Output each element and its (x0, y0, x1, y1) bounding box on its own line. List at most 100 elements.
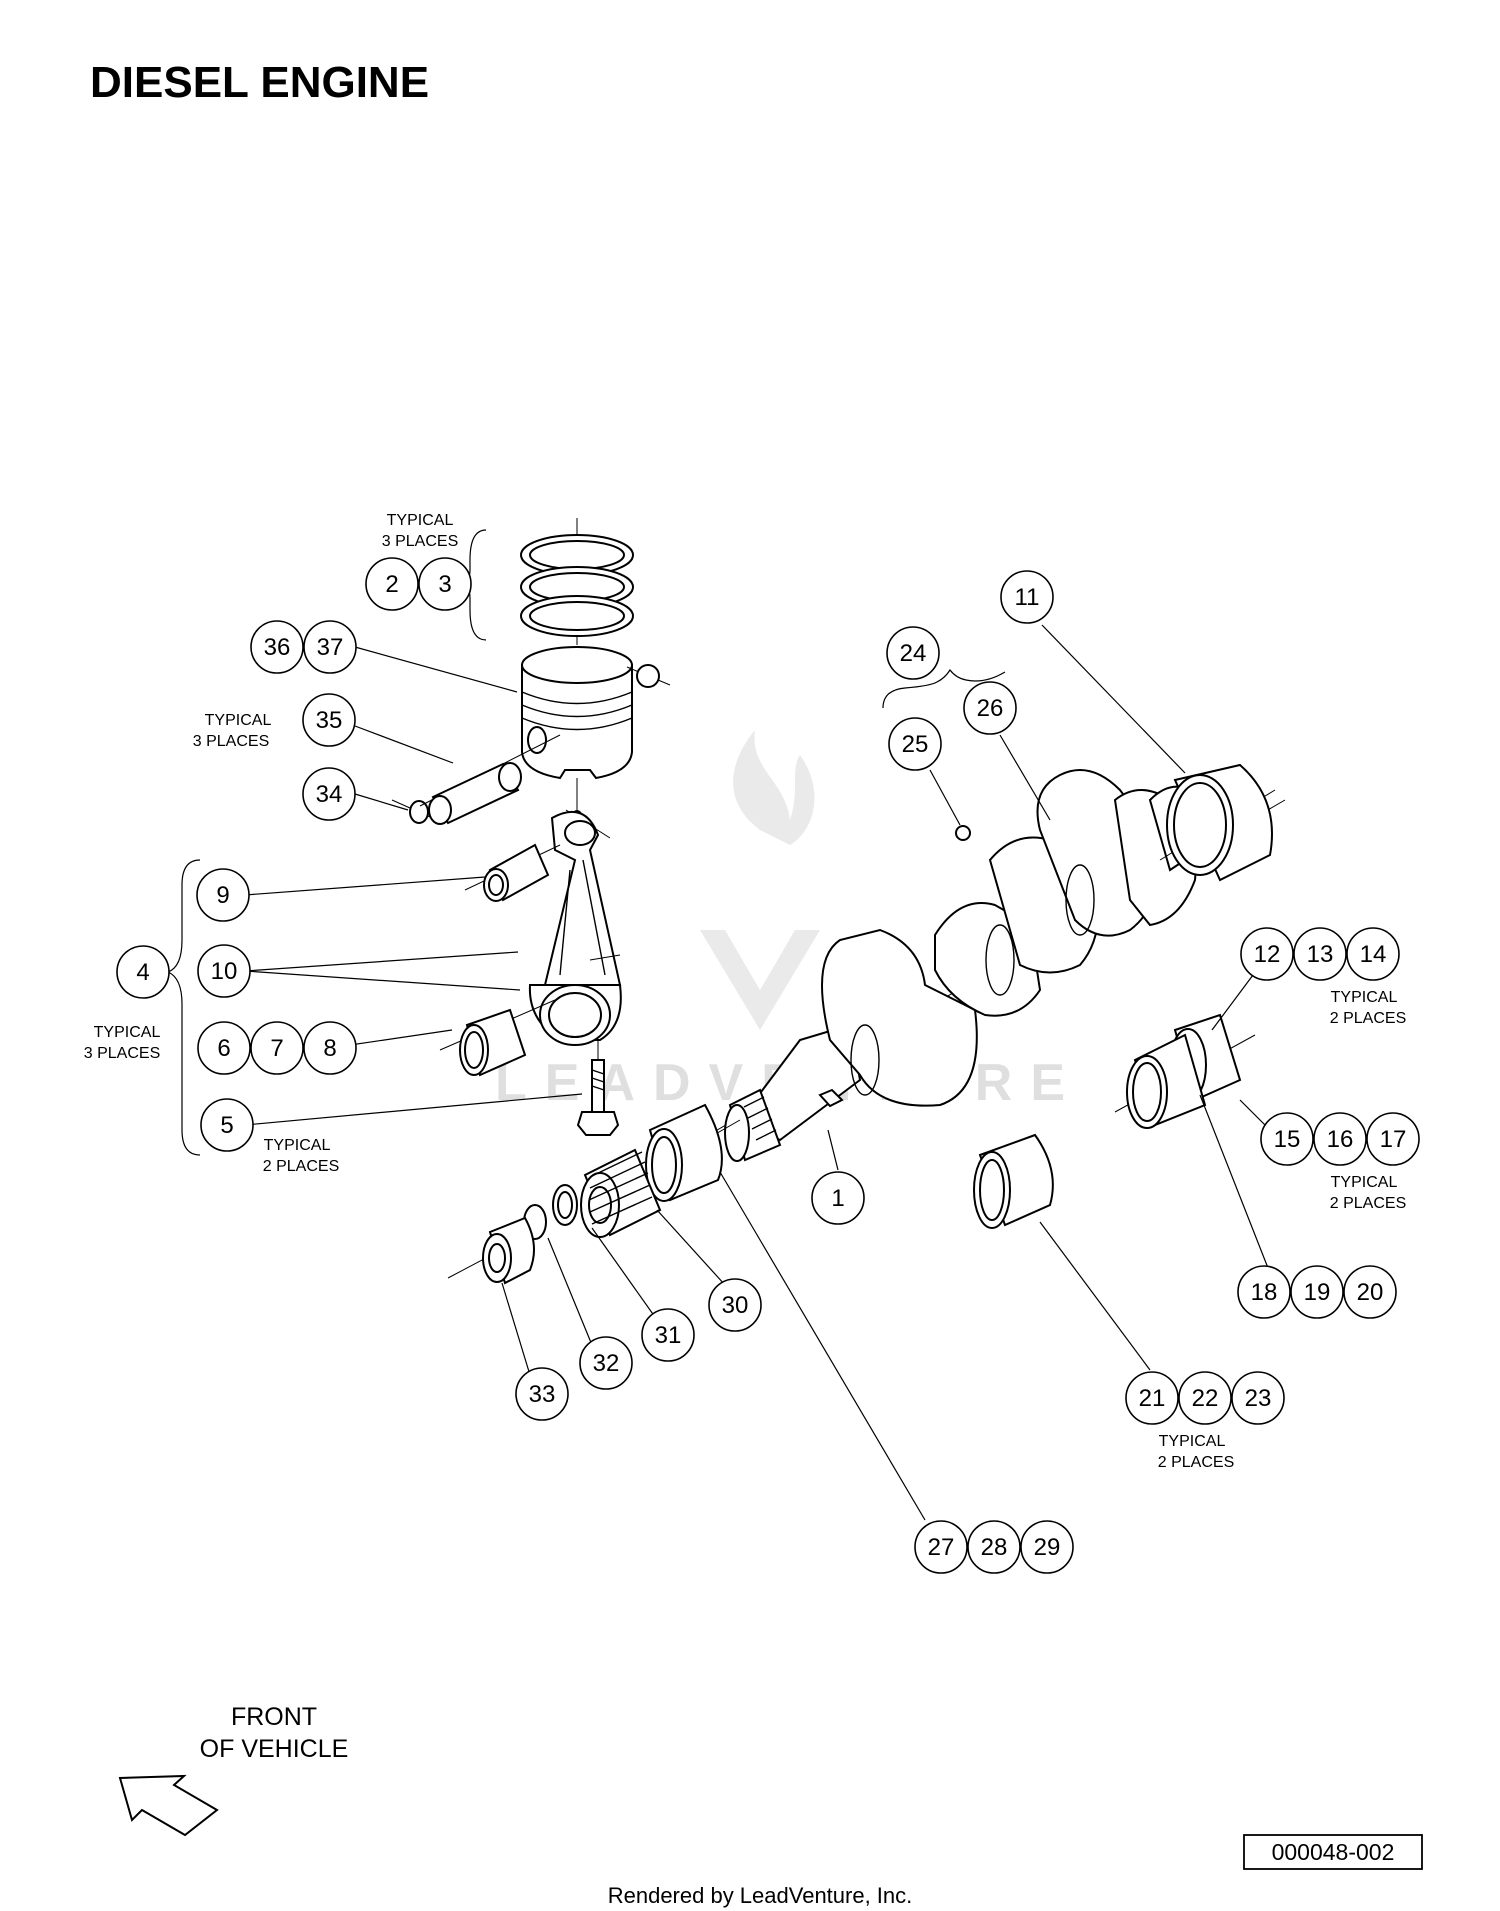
rod-bolt (576, 1040, 620, 1136)
callout-17: 17 (1366, 1112, 1420, 1166)
callout-8: 8 (303, 1021, 357, 1075)
callout-20: 20 (1343, 1265, 1397, 1319)
svg-text:2 PLACES: 2 PLACES (263, 1158, 339, 1175)
callout-3: 3 (418, 557, 472, 611)
svg-text:14: 14 (1360, 941, 1387, 968)
callout-23: 23 (1231, 1371, 1285, 1425)
svg-text:31: 31 (655, 1322, 682, 1349)
svg-text:24: 24 (900, 640, 927, 667)
svg-text:26: 26 (977, 695, 1004, 722)
front-collar (447, 1216, 535, 1285)
callout-15: 15 (1260, 1112, 1314, 1166)
svg-text:28: 28 (981, 1534, 1008, 1561)
snap-ring-left (391, 799, 438, 824)
crankshaft (699, 769, 1286, 1162)
svg-text:34: 34 (316, 781, 343, 808)
rendered-by-footer: Rendered by LeadVenture, Inc. (608, 1883, 913, 1908)
callout-32: 32 (579, 1336, 633, 1390)
notes: TYPICAL 3 PLACES TYPICAL 3 PLACES TYPICA… (84, 512, 1406, 1471)
note-typical-3-places-rings: TYPICAL (387, 512, 454, 529)
callout-31: 31 (641, 1308, 695, 1362)
callout-5: 5 (200, 1098, 254, 1152)
front-main-bearing (629, 1103, 741, 1202)
front-arrow-icon (118, 1774, 219, 1837)
crank-gear (580, 1148, 662, 1238)
note-typical-2-places-15: TYPICAL (1331, 1174, 1398, 1191)
svg-text:22: 22 (1192, 1385, 1219, 1412)
leader-lines (166, 529, 1271, 1521)
svg-text:29: 29 (1034, 1534, 1061, 1561)
callout-10: 10 (197, 944, 251, 998)
svg-text:32: 32 (593, 1350, 620, 1377)
piston-rings (520, 518, 634, 645)
svg-text:3 PLACES: 3 PLACES (84, 1045, 160, 1062)
svg-text:2: 2 (385, 571, 398, 598)
svg-text:19: 19 (1304, 1279, 1331, 1306)
callout-14: 14 (1346, 927, 1400, 981)
callouts: 1 2 3 4 5 6 7 8 9 10 11 12 13 14 15 16 1… (116, 557, 1420, 1574)
svg-text:23: 23 (1245, 1385, 1272, 1412)
callout-27: 27 (914, 1520, 968, 1574)
center-main-bearing (973, 1133, 1054, 1229)
callout-36: 36 (250, 620, 304, 674)
callout-37: 37 (303, 620, 357, 674)
svg-text:33: 33 (529, 1381, 556, 1408)
callout-22: 22 (1178, 1371, 1232, 1425)
piston (521, 646, 633, 820)
callout-25: 25 (888, 717, 942, 771)
svg-text:15: 15 (1274, 1126, 1301, 1153)
rod-bearing (439, 999, 556, 1077)
svg-text:17: 17 (1380, 1126, 1407, 1153)
svg-text:21: 21 (1139, 1385, 1166, 1412)
callout-18: 18 (1237, 1265, 1291, 1319)
note-typical-3-places-rod: TYPICAL (94, 1024, 161, 1041)
connecting-rod (528, 809, 622, 1046)
callout-6: 6 (197, 1021, 251, 1075)
callout-1: 1 (811, 1171, 865, 1225)
callout-19: 19 (1290, 1265, 1344, 1319)
svg-text:18: 18 (1251, 1279, 1278, 1306)
callout-9: 9 (196, 868, 250, 922)
callout-12: 12 (1240, 927, 1294, 981)
note-typical-2-places-12: TYPICAL (1331, 989, 1398, 1006)
small-end-bushing (464, 843, 561, 902)
svg-text:20: 20 (1357, 1279, 1384, 1306)
of-vehicle-label: OF VEHICLE (200, 1735, 349, 1763)
callout-34: 34 (302, 767, 356, 821)
callout-21: 21 (1125, 1371, 1179, 1425)
callout-35: 35 (302, 693, 356, 747)
snap-ring-right (626, 664, 671, 688)
svg-text:11: 11 (1015, 584, 1040, 611)
callout-4: 4 (116, 945, 170, 999)
callout-24: 24 (886, 626, 940, 680)
svg-text:5: 5 (220, 1112, 233, 1139)
svg-text:35: 35 (316, 707, 343, 734)
svg-text:25: 25 (902, 731, 929, 758)
svg-text:27: 27 (928, 1534, 955, 1561)
main-bearing-set (1114, 1013, 1256, 1129)
svg-text:6: 6 (217, 1035, 230, 1062)
svg-text:4: 4 (136, 959, 149, 986)
svg-text:8: 8 (323, 1035, 336, 1062)
svg-text:2 PLACES: 2 PLACES (1158, 1454, 1234, 1471)
callout-30: 30 (708, 1278, 762, 1332)
svg-text:1: 1 (831, 1185, 844, 1212)
note-typical-2-places-21: TYPICAL (1159, 1433, 1226, 1450)
callout-26: 26 (963, 681, 1017, 735)
svg-text:13: 13 (1307, 941, 1334, 968)
callout-7: 7 (250, 1021, 304, 1075)
callout-2: 2 (365, 557, 419, 611)
callout-11: 11 (1000, 570, 1054, 624)
callout-29: 29 (1020, 1520, 1074, 1574)
front-of-vehicle-indicator: FRONT OF VEHICLE (118, 1703, 349, 1837)
callout-33: 33 (515, 1367, 569, 1421)
page-title: DIESEL ENGINE (90, 58, 429, 107)
svg-text:7: 7 (270, 1035, 283, 1062)
callout-16: 16 (1313, 1112, 1367, 1166)
piston-pin (419, 734, 561, 825)
svg-text:30: 30 (722, 1292, 749, 1319)
svg-text:16: 16 (1327, 1126, 1354, 1153)
svg-text:12: 12 (1254, 941, 1281, 968)
crankshaft-plug (955, 825, 971, 841)
